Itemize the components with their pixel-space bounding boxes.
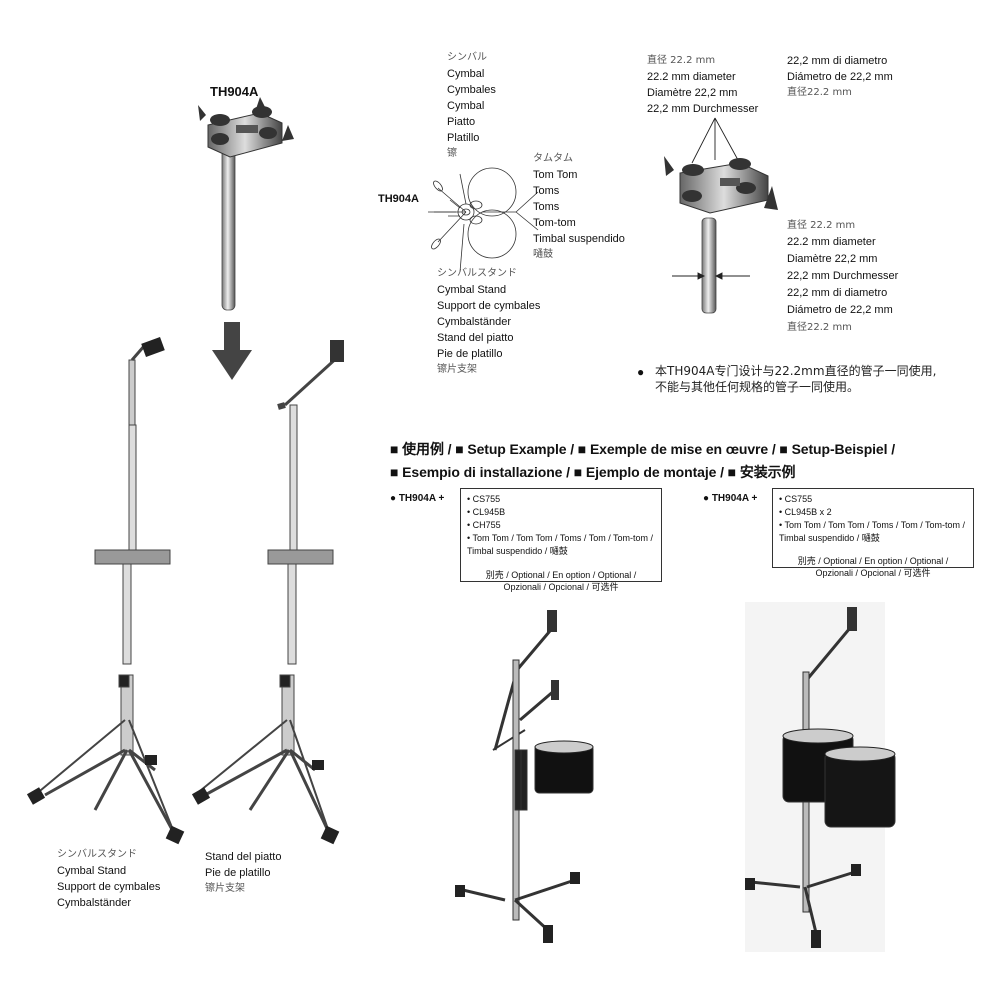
top-view-diagram [428,167,539,273]
setup-left-lead: ● TH904A + [390,493,445,504]
setup-heading-line1: ■ 使用例 / ■ Setup Example / ■ Exemple de m… [390,441,895,457]
setup-left-photo [455,610,594,943]
setup-heading-line2: ■ Esempio di installazione / ■ Ejemplo d… [390,464,796,480]
cymbal-stand-straight-illustration [26,337,185,845]
bottom-mid-labels: Stand del piatto Pie de platillo 镲片支架 [205,851,282,894]
setup-left-box: • CS755 • CL945B • CH755 • Tom Tom / Tom… [460,488,662,592]
diameter-bottom: 直径 22.2 mm 22.2 mm diameter Diamètre 22,… [787,220,899,333]
holder-closeup-illustration [664,117,778,314]
note-bullet-icon: ● [637,365,645,379]
tom-labels: タムタム Tom Tom Toms Toms Tom-tom Timbal su… [533,153,625,260]
setup-right-lead: ● TH904A + [703,493,758,504]
cymbal-stand-boom-illustration [191,340,344,845]
down-arrow-icon [212,322,252,380]
stand-labels: シンバルスタンド Cymbal Stand Support de cymbale… [437,268,541,375]
setup-right-box: • CS755 • CL945B x 2 • Tom Tom / Tom Tom… [772,488,974,578]
bottom-left-labels: シンバルスタンド Cymbal Stand Support de cymbale… [57,849,161,909]
cymbal-labels: シンバル Cymbal Cymbales Cymbal Piatto Plati… [447,52,496,159]
product-label: TH904A [210,84,259,99]
compatibility-note: 本TH904A专门设计与22.2mm直径的管子一同使用, 不能与其他任何规格的管… [655,364,937,394]
setup-right-photo [745,602,896,952]
th904a-holder-illustration [198,97,294,311]
diagram-label: TH904A [378,193,419,205]
diameter-top-right: 22,2 mm di diametro Diámetro de 22,2 mm … [787,55,893,98]
diameter-top-left: 直径 22.2 mm 22.2 mm diameter Diamètre 22,… [647,55,759,115]
